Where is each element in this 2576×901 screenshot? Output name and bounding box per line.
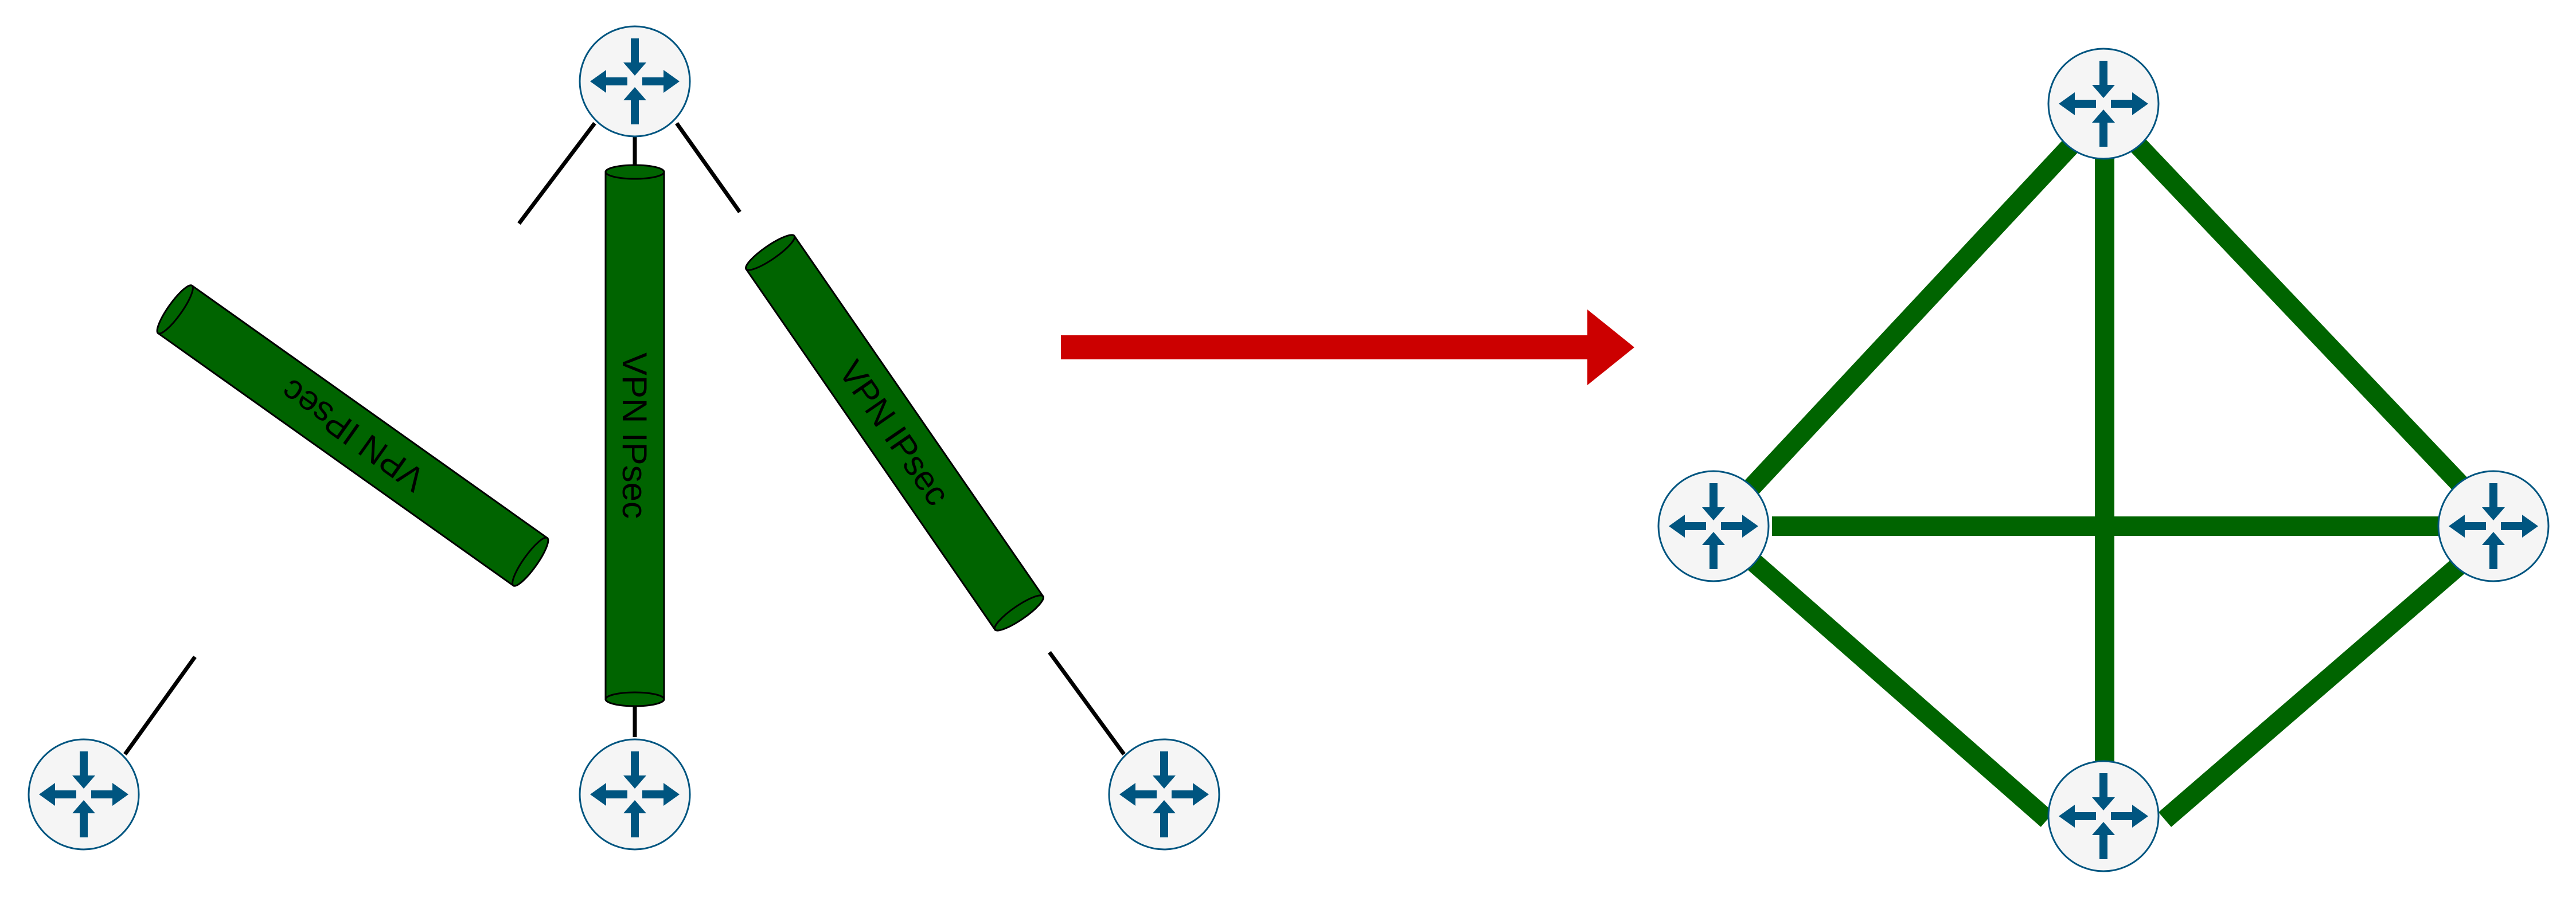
hub-spoke-diagram: VPN IPsec VPN IPsec VPN IPsec — [28, 25, 1220, 851]
tunnel-end-cap — [993, 594, 1044, 632]
tunnel-end-cap — [604, 691, 665, 707]
vpn-tunnel-left: VPN IPsec — [156, 284, 549, 587]
mesh-link — [1745, 553, 2054, 827]
vpn-tunnel-center: VPN IPsec — [604, 164, 665, 707]
mesh-router-right-icon — [2437, 470, 2550, 582]
connector-line — [517, 122, 596, 225]
tunnel-end-cap — [512, 536, 549, 587]
full-mesh-diagram — [1657, 48, 2550, 872]
connector-line — [1048, 651, 1126, 756]
tunnel-end-cap — [745, 234, 796, 271]
connector-line — [675, 122, 741, 214]
tunnel-label: VPN IPsec — [615, 352, 654, 519]
arrow-right-icon — [1061, 310, 1634, 385]
mesh-router-bottom-icon — [2047, 760, 2160, 872]
arrow-head — [1587, 310, 1634, 385]
connector-line — [123, 655, 197, 756]
arrow-shaft — [1061, 335, 1588, 359]
mesh-links — [1742, 136, 2470, 827]
tunnel-label: VPN IPsec — [832, 354, 958, 512]
spoke-router-icon — [1108, 738, 1220, 851]
tunnel-end-cap — [156, 284, 194, 335]
mesh-router-left-icon — [1657, 470, 1770, 582]
spoke-router-icon — [28, 738, 140, 851]
mesh-link — [2129, 136, 2470, 494]
thin-connectors — [123, 122, 1126, 756]
tunnel-end-cap — [604, 164, 665, 180]
mesh-router-top-icon — [2047, 48, 2160, 160]
mesh-link — [2158, 557, 2467, 827]
tunnel-label: VPN IPsec — [274, 371, 432, 499]
mesh-link — [1742, 136, 2081, 497]
spoke-router-icon — [579, 738, 691, 851]
hub-router-icon — [579, 25, 691, 138]
vpn-tunnel-right: VPN IPsec — [745, 234, 1044, 632]
